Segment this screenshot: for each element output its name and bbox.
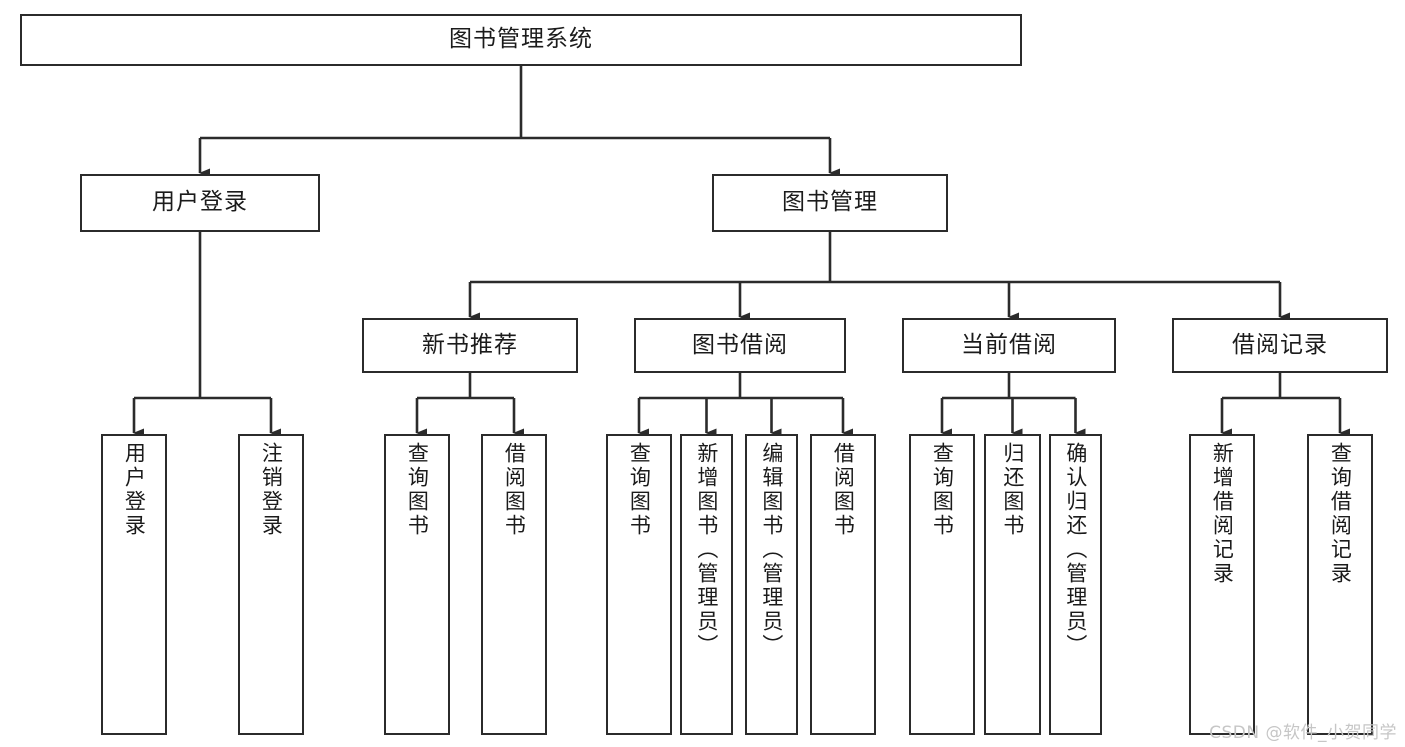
node-leaf-query-book-borrow[interactable]: 查询图书 [606,434,672,735]
node-leaf-query-book-rec[interactable]: 查询图书 [384,434,450,735]
node-leaf-query-book-current[interactable]: 查询图书 [909,434,975,735]
node-label: 查询借阅记录 [1328,442,1353,586]
watermark: CSDN @软件_小贺同学 [1209,723,1397,743]
node-label: 用户登录 [122,442,147,538]
node-leaf-logout-login[interactable]: 注销登录 [238,434,304,735]
node-current-borrow[interactable]: 当前借阅 [902,318,1116,373]
node-label: 确认归还（管理员） [1063,442,1088,658]
node-root[interactable]: 图书管理系统 [20,14,1022,66]
node-leaf-add-borrow-record[interactable]: 新增借阅记录 [1189,434,1255,735]
node-label: 查询图书 [930,442,955,538]
node-leaf-borrow-book-borrow[interactable]: 借阅图书 [810,434,876,735]
node-book-manage[interactable]: 图书管理 [712,174,948,232]
node-label: 图书管理系统 [449,26,593,53]
node-label: 借阅图书 [831,442,856,538]
node-borrow-record[interactable]: 借阅记录 [1172,318,1388,373]
node-label: 编辑图书（管理员） [759,442,784,658]
node-new-book-recommend[interactable]: 新书推荐 [362,318,578,373]
node-label: 新增图书（管理员） [694,442,719,658]
node-label: 图书管理 [782,189,878,216]
node-leaf-return-book[interactable]: 归还图书 [984,434,1041,735]
node-label: 用户登录 [152,189,248,216]
node-label: 借阅记录 [1232,331,1328,358]
node-label: 归还图书 [1000,442,1025,538]
node-leaf-user-login[interactable]: 用户登录 [101,434,167,735]
node-leaf-confirm-return-admin[interactable]: 确认归还（管理员） [1049,434,1102,735]
node-book-borrow[interactable]: 图书借阅 [634,318,846,373]
node-leaf-borrow-book-rec[interactable]: 借阅图书 [481,434,547,735]
node-label: 查询图书 [405,442,430,538]
node-label: 新增借阅记录 [1210,442,1235,586]
node-leaf-add-book-admin[interactable]: 新增图书（管理员） [680,434,733,735]
node-label: 注销登录 [259,442,284,538]
node-label: 新书推荐 [422,331,518,358]
node-label: 借阅图书 [502,442,527,538]
node-label: 当前借阅 [961,331,1057,358]
node-leaf-edit-book-admin[interactable]: 编辑图书（管理员） [745,434,798,735]
node-user-login[interactable]: 用户登录 [80,174,320,232]
node-label: 图书借阅 [692,331,788,358]
node-leaf-query-borrow-record[interactable]: 查询借阅记录 [1307,434,1373,735]
node-label: 查询图书 [627,442,652,538]
